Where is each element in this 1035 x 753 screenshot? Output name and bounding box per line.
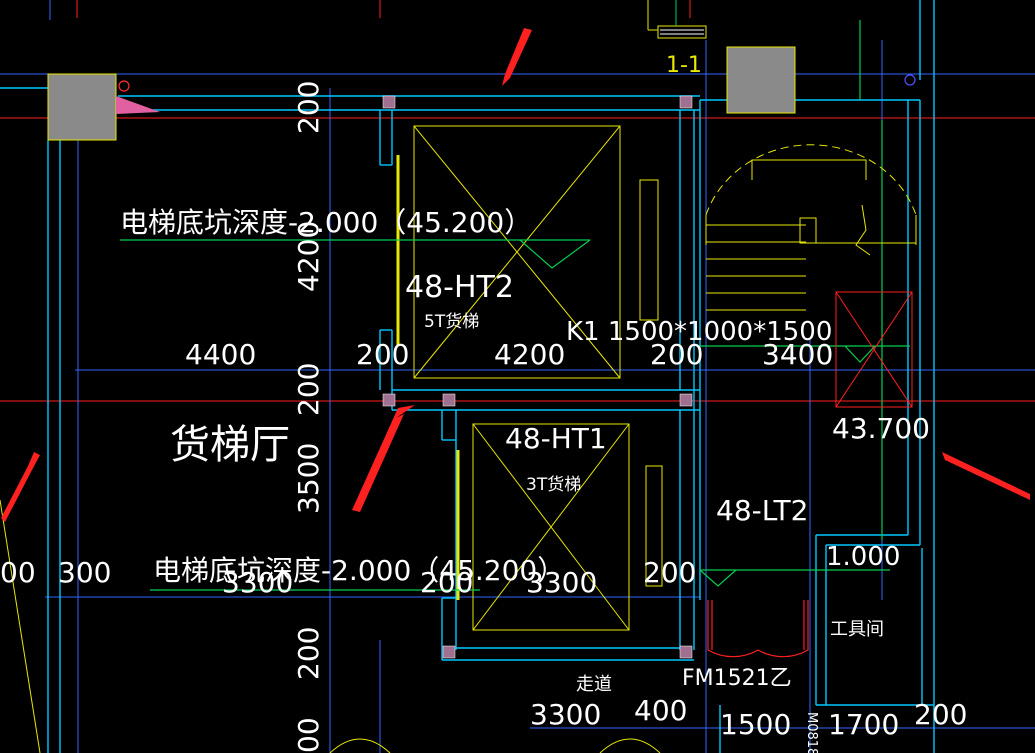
yellow-arc-bottom: [329, 738, 391, 753]
cyan-walls: [0, 0, 935, 753]
dim-v-top: 200: [292, 81, 325, 134]
dim-r2-f: 200: [643, 556, 696, 589]
pit-depth-bottom: 电梯底坑深度-2.000（45.200）: [153, 554, 565, 587]
dim-v-mid1: 4200: [292, 221, 325, 292]
elevator-bottom-capacity: 3T货梯: [526, 475, 581, 495]
dim-r2-d: 200: [420, 566, 473, 599]
pit-spec: K1 1500*1000*1500: [566, 317, 832, 347]
level-right: 43.700: [832, 412, 930, 445]
hall-label: 货梯厅: [170, 422, 290, 468]
section-mark: 1-1: [666, 53, 702, 78]
marker-circle-right: [904, 74, 916, 86]
dim-v-low: 200: [292, 627, 325, 680]
pit-depth-top: 电梯底坑深度-2.000（45.200）: [120, 206, 532, 239]
dim-h3: 4200: [494, 338, 565, 371]
dim-h4: 200: [650, 338, 703, 371]
dim-b-a: 3300: [530, 698, 601, 731]
door-code: FM1521乙: [682, 666, 792, 691]
corridor-label: 走道: [576, 674, 612, 695]
stair-code: 48-LT2: [716, 494, 808, 527]
dim-h5: 3400: [762, 338, 833, 371]
dim-r2-b: 300: [58, 556, 111, 589]
elevator-top: [396, 125, 659, 379]
yellow-diagonal: [0, 499, 41, 753]
door-swing: [707, 600, 809, 658]
stair-block: [705, 144, 917, 311]
green-lines: [120, 20, 910, 591]
red-axis-lines: [0, 0, 1035, 402]
structural-columns: [47, 46, 796, 141]
elevator-top-capacity: 5T货梯: [424, 312, 479, 332]
elevator-bottom-code: 48-HT1: [505, 422, 607, 455]
tool-room-label: 工具间: [830, 619, 884, 640]
dim-r2-e: 3300: [526, 566, 597, 599]
dim-b-b: 400: [634, 694, 687, 727]
door-code-side: M0818: [804, 712, 819, 753]
dim-v-bot: 00: [292, 717, 325, 753]
marker-circle: [118, 80, 130, 92]
dim-h2: 200: [356, 338, 409, 371]
dim-v-mid3: 3500: [292, 443, 325, 514]
dim-b-c: 1500: [720, 708, 791, 741]
dim-b-e: 200: [914, 698, 967, 731]
small-columns: [382, 95, 693, 659]
level-small: 1.000: [826, 542, 900, 572]
elevator-bottom: [456, 423, 663, 631]
dim-h1: 4400: [185, 338, 256, 371]
dim-r2-c: 3300: [222, 566, 293, 599]
annotation-arrows: [1, 28, 1030, 522]
dim-v-mid2: 200: [292, 363, 325, 416]
dim-b-d: 1700: [828, 708, 899, 741]
red-pit-box: [835, 291, 913, 408]
section-tag: [647, 0, 707, 39]
dim-r2-a: 00: [0, 556, 36, 589]
pink-wedge: [116, 96, 160, 114]
elevator-top-code: 48-HT2: [405, 270, 514, 305]
yellow-arc-bottom2: [599, 738, 661, 753]
